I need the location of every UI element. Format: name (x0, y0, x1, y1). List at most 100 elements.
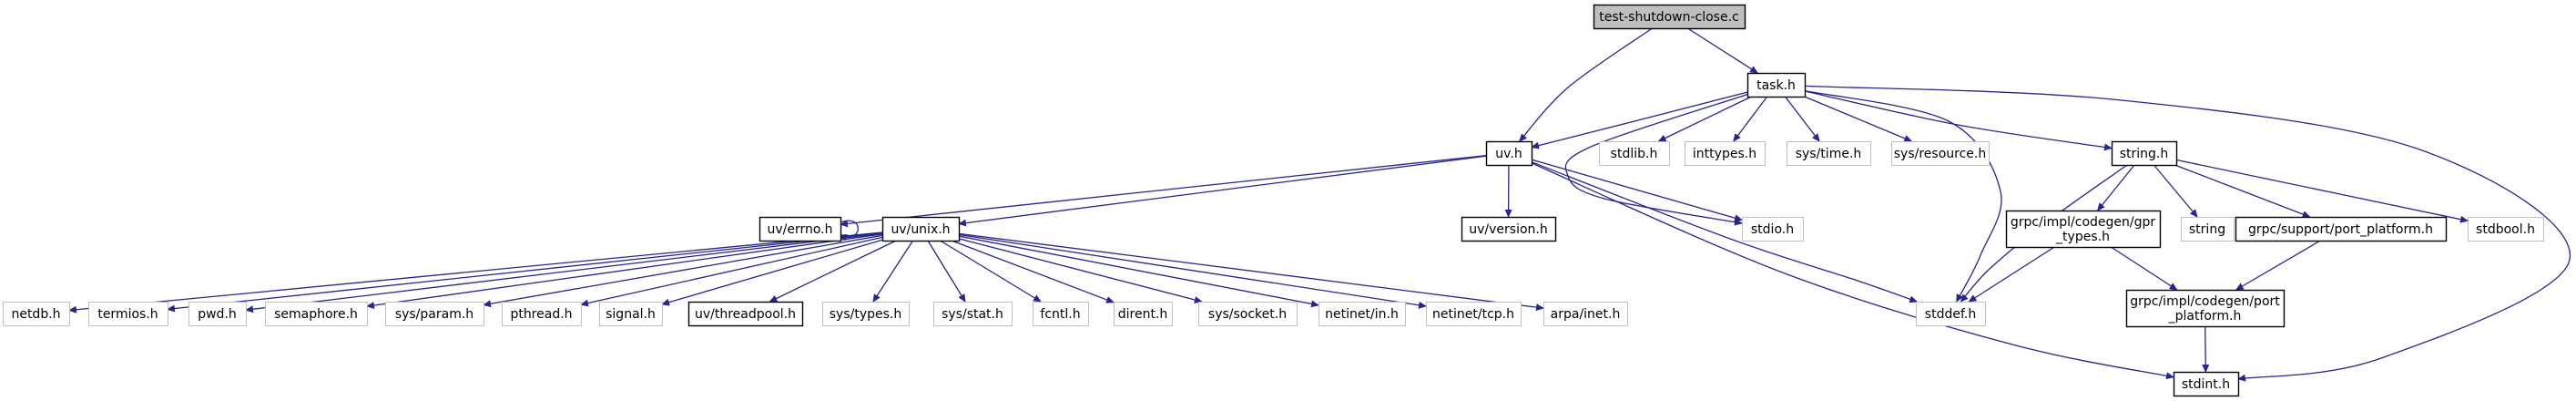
node-supportpp: grpc/support/port_platform.h (2235, 216, 2448, 242)
node-label-uvversion: uv/version.h (1469, 222, 1547, 237)
node-label-netdb: netdb.h (11, 307, 60, 322)
node-box-stdbool (2468, 217, 2544, 242)
node-label-uverrno: uv/errno.h (767, 222, 832, 237)
node-label-uvunix: uv/unix.h (891, 222, 950, 237)
edge-uvunix-to-pwd (245, 232, 883, 314)
node-dirent: dirent.h (1114, 302, 1173, 326)
node-stdio: stdio.h (1742, 217, 1804, 242)
node-sysstat: sys/stat.h (933, 302, 1013, 326)
edge-uvunix-to-semaphore (366, 233, 883, 310)
node-netinetin: netinet/in.h (1319, 302, 1406, 326)
node-syssocket: sys/socket.h (1198, 302, 1298, 326)
node-box-dirent (1114, 302, 1173, 326)
node-uvunix: uv/unix.h (881, 216, 961, 242)
node-label-threadpool: uv/threadpool.h (695, 307, 796, 322)
edge-uvunix-to-pthread (580, 236, 883, 307)
node-netinettcp: netinet/tcp.h (1426, 302, 1522, 326)
node-box-pwd (188, 302, 247, 326)
node-label-string: string (2189, 222, 2225, 237)
node-label-implpp: grpc/impl/codegen/port_platform.h (2130, 294, 2280, 324)
edge-gprtypes-to-stddef (1968, 246, 2055, 303)
edge-uv-to-uverrno (840, 155, 1487, 228)
node-box-uv[interactable] (1485, 140, 1533, 167)
node-sysparam: sys/param.h (385, 302, 484, 326)
node-stringh: string.h (2111, 140, 2178, 167)
node-label-supportpp: grpc/support/port_platform.h (2248, 222, 2433, 237)
edge-uvunix-to-signal (661, 239, 883, 306)
node-box-fcntl (1033, 302, 1089, 326)
node-box-uvversion[interactable] (1461, 216, 1557, 242)
node-pthread: pthread.h (502, 302, 582, 326)
edge-stringh-to-supportpp (2174, 164, 2311, 218)
node-implpp: grpc/impl/codegen/port_platform.h (2125, 289, 2286, 328)
node-box-syssocket (1198, 302, 1298, 326)
node-label-netinetin: netinet/in.h (1325, 307, 1399, 322)
node-label-stddef: stddef.h (1925, 307, 1976, 322)
node-box-uvunix[interactable] (881, 216, 961, 242)
node-box-stdint[interactable] (2173, 371, 2240, 397)
node-label-syssocket: sys/socket.h (1208, 307, 1287, 322)
node-box-uverrno[interactable] (759, 216, 842, 242)
node-box-task[interactable] (1746, 72, 1807, 98)
edge-task-to-stdint (1804, 85, 2571, 382)
edge-uv-to-stddef (1531, 161, 1919, 303)
node-box-stddef (1916, 302, 1986, 326)
node-sysresource: sys/resource.h (1891, 141, 1990, 166)
edge-task-to-systime (1784, 96, 1820, 142)
node-box-systime (1787, 141, 1871, 166)
node-label-gprtypes: grpc/impl/codegen/gpr_types.h (2011, 215, 2156, 244)
node-box-netdb (3, 302, 70, 326)
edge-uvunix-to-fcntl (940, 240, 1042, 303)
node-stdlib: stdlib.h (1599, 141, 1670, 166)
node-box-systypes (822, 302, 910, 326)
node-systime: sys/time.h (1787, 141, 1871, 166)
node-box-netinettcp (1426, 302, 1522, 326)
node-label-signal: signal.h (606, 307, 656, 322)
node-label-dirent: dirent.h (1118, 307, 1168, 322)
node-label-inttypes: inttypes.h (1693, 147, 1756, 161)
node-label-netinettcp: netinet/tcp.h (1432, 307, 1514, 322)
edge-uvunix-to-arpainet (958, 232, 1544, 312)
node-box-threadpool[interactable] (687, 301, 804, 327)
node-arpainet: arpa/inet.h (1543, 302, 1628, 326)
edge-task-to-stddef (1804, 90, 2002, 303)
edge-root-to-task (1687, 27, 1758, 74)
edge-uvunix-to-sysstat (927, 240, 966, 303)
edge-uv-to-stdio (1531, 159, 1743, 222)
node-box-pthread (502, 302, 582, 326)
node-box-supportpp[interactable] (2235, 216, 2448, 242)
node-box-sysresource (1891, 141, 1990, 166)
edge-implpp-to-stdint (2202, 325, 2210, 373)
edge-task-to-inttypes (1733, 96, 1768, 142)
node-uv: uv.h (1485, 140, 1533, 167)
node-inttypes: inttypes.h (1685, 141, 1766, 166)
node-label-pwd: pwd.h (198, 307, 237, 322)
node-label-task: task.h (1756, 78, 1796, 93)
node-box-stringh[interactable] (2111, 140, 2178, 167)
edge-uvunix-to-dirent (951, 240, 1115, 303)
node-gprtypes: grpc/impl/codegen/gpr_types.h (2005, 210, 2162, 249)
node-box-implpp[interactable] (2125, 289, 2286, 328)
node-netdb: netdb.h (3, 302, 70, 326)
node-box-sysparam (385, 302, 484, 326)
node-stddef: stddef.h (1916, 302, 1986, 326)
node-box-gprtypes[interactable] (2005, 210, 2162, 249)
edge-uv-to-uvunix (958, 155, 1487, 227)
node-box-termios (88, 302, 168, 326)
node-pwd: pwd.h (188, 302, 247, 326)
node-box-inttypes (1685, 141, 1766, 166)
node-label-stdio: stdio.h (1751, 222, 1794, 237)
node-label-sysstat: sys/stat.h (942, 307, 1003, 322)
node-stdint: stdint.h (2173, 371, 2240, 397)
node-signal: signal.h (599, 302, 663, 326)
node-label-stdbool: stdbool.h (2476, 222, 2535, 237)
edge-supportpp-to-implpp (2235, 240, 2321, 291)
node-box-semaphore (265, 302, 368, 326)
node-label-termios: termios.h (97, 307, 158, 322)
edge-uvunix-to-termios (167, 231, 883, 313)
node-string: string (2181, 217, 2235, 242)
node-box-signal (599, 302, 663, 326)
node-label-stringh: string.h (2120, 147, 2169, 161)
node-termios: termios.h (88, 302, 168, 326)
edge-uvunix-to-sysparam (483, 234, 883, 308)
